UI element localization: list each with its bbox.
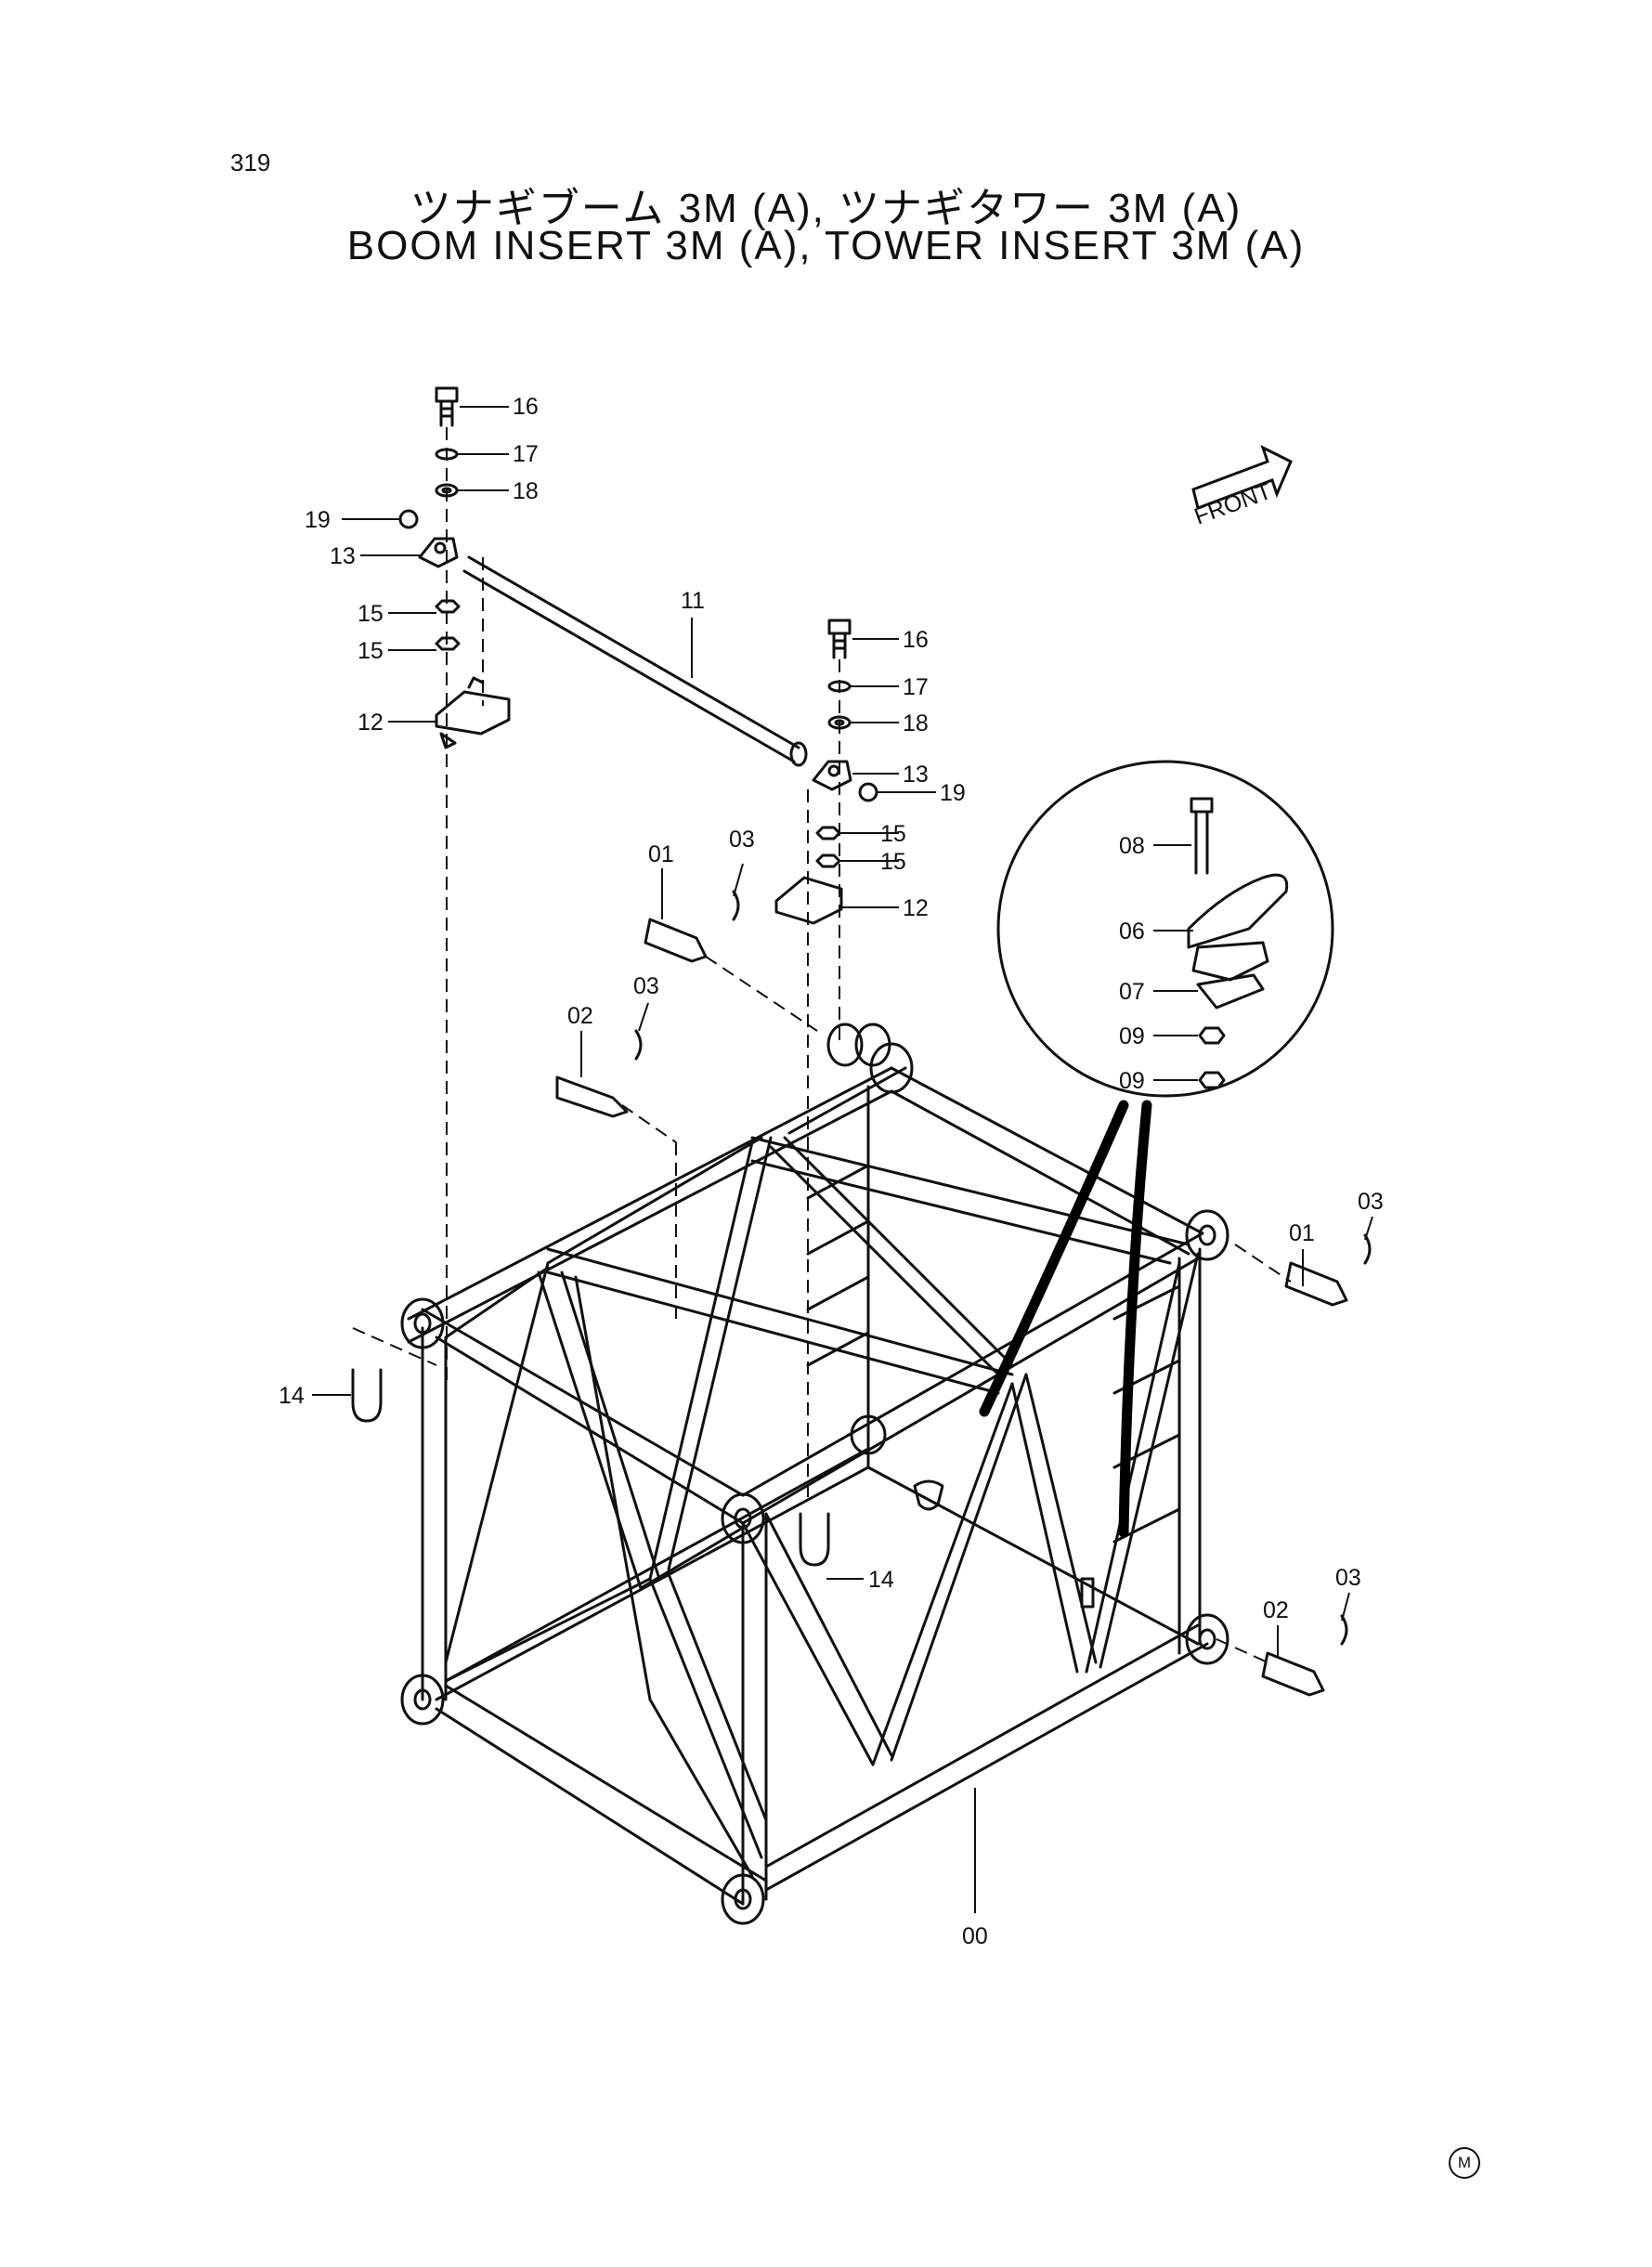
label-01: 01 <box>1289 1220 1315 1246</box>
label-06: 06 <box>1119 919 1145 945</box>
label-15: 15 <box>358 638 384 664</box>
label-16: 16 <box>513 394 539 420</box>
label-03: 03 <box>633 973 659 999</box>
label-03: 03 <box>1335 1565 1361 1591</box>
label-14: 14 <box>868 1567 894 1593</box>
label-17: 17 <box>903 674 929 700</box>
label-18: 18 <box>513 478 539 504</box>
front-arrow-icon <box>1191 445 1293 510</box>
label-07: 07 <box>1119 979 1145 1005</box>
title-english: BOOM INSERT 3M (A), TOWER INSERT 3M (A) <box>346 223 1306 268</box>
label-12: 12 <box>903 895 929 921</box>
label-09: 09 <box>1119 1068 1145 1094</box>
page-number: 319 <box>230 149 271 176</box>
label-17: 17 <box>513 441 539 467</box>
label-00: 00 <box>962 1923 988 1949</box>
label-13: 13 <box>903 762 929 788</box>
label-19: 19 <box>305 507 331 533</box>
label-15: 15 <box>880 821 906 847</box>
label-02: 02 <box>567 1003 593 1029</box>
label-08: 08 <box>1119 833 1145 859</box>
label-14: 14 <box>279 1383 305 1409</box>
label-09: 09 <box>1119 1023 1145 1049</box>
label-12: 12 <box>358 710 384 736</box>
label-18: 18 <box>903 710 929 736</box>
label-15: 15 <box>358 601 384 627</box>
label-16: 16 <box>903 627 929 653</box>
label-13: 13 <box>330 543 356 569</box>
lattice-frame <box>400 1023 1229 1925</box>
label-11: 11 <box>681 588 705 614</box>
title-japanese: ツナギブーム 3M (A), ツナギタワー 3M (A) <box>410 186 1242 231</box>
label-02: 02 <box>1263 1597 1289 1623</box>
label-19: 19 <box>940 780 966 806</box>
label-01: 01 <box>648 841 674 867</box>
maker-mark-icon: M <box>1449 2147 1480 2179</box>
label-03: 03 <box>729 827 755 853</box>
label-03: 03 <box>1358 1189 1384 1215</box>
label-15: 15 <box>880 849 906 875</box>
